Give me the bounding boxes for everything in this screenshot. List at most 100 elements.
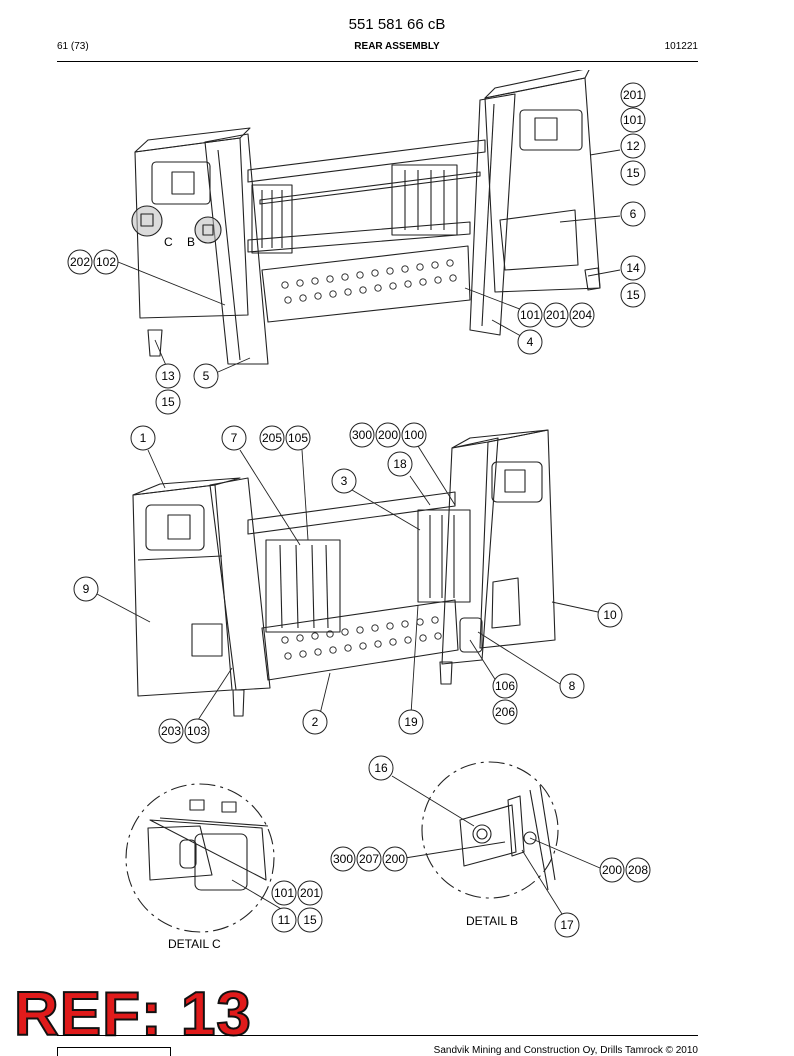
svg-text:103: 103 <box>187 724 207 738</box>
callout-15: 15 <box>297 907 323 933</box>
svg-text:18: 18 <box>393 457 407 471</box>
svg-text:102: 102 <box>96 255 116 269</box>
callout-9: 9 <box>73 576 99 602</box>
callout-12: 12 <box>620 133 646 159</box>
svg-text:8: 8 <box>569 679 576 693</box>
svg-text:3: 3 <box>341 474 348 488</box>
callout-208: 208 <box>625 857 651 883</box>
svg-text:2: 2 <box>312 715 319 729</box>
svg-text:206: 206 <box>495 705 515 719</box>
callout-14: 14 <box>620 255 646 281</box>
callout-17: 17 <box>554 912 580 938</box>
svg-text:205: 205 <box>262 431 282 445</box>
callout-8: 8 <box>559 673 585 699</box>
callout-15: 15 <box>155 389 181 415</box>
svg-text:1: 1 <box>140 431 147 445</box>
svg-text:5: 5 <box>203 369 210 383</box>
middle-frame-drawing <box>132 429 556 717</box>
top-frame-drawing <box>131 70 601 365</box>
section-title: REAR ASSEMBLY <box>354 41 440 52</box>
svg-text:203: 203 <box>161 724 181 738</box>
svg-text:101: 101 <box>520 308 540 322</box>
svg-text:201: 201 <box>546 308 566 322</box>
callout-200: 200 <box>382 846 408 872</box>
callout-3: 3 <box>331 468 357 494</box>
document-number: 551 581 66 cB <box>348 16 446 33</box>
svg-text:10: 10 <box>603 608 617 622</box>
svg-text:12: 12 <box>626 139 640 153</box>
callout-106: 106 <box>492 673 518 699</box>
callout-201: 201 <box>620 82 646 108</box>
callout-2: 2 <box>302 709 328 735</box>
date-code: 101221 <box>664 41 698 52</box>
svg-text:204: 204 <box>572 308 592 322</box>
callout-201: 201 <box>297 880 323 906</box>
detail-b-leaders <box>391 775 601 915</box>
middle-leader-lines <box>96 445 599 721</box>
svg-text:16: 16 <box>374 761 388 775</box>
svg-text:101: 101 <box>274 886 294 900</box>
callout-300: 300 <box>330 846 356 872</box>
svg-text:200: 200 <box>602 863 622 877</box>
svg-text:9: 9 <box>83 582 90 596</box>
callout-300: 300 <box>349 422 375 448</box>
callout-18: 18 <box>387 451 413 477</box>
svg-text:17: 17 <box>560 918 574 932</box>
callout-15: 15 <box>620 282 646 308</box>
callout-202: 202 <box>67 249 93 275</box>
page-reference: 61 (73) <box>57 41 89 52</box>
svg-text:14: 14 <box>626 261 640 275</box>
callout-204: 204 <box>569 302 595 328</box>
header-rule <box>57 61 698 62</box>
callout-6: 6 <box>620 201 646 227</box>
detail-c-drawing <box>125 783 275 933</box>
svg-text:200: 200 <box>378 428 398 442</box>
callout-105: 105 <box>285 425 311 451</box>
svg-text:207: 207 <box>359 852 379 866</box>
detail-b-label: DETAIL B <box>466 914 518 928</box>
callout-5: 5 <box>193 363 219 389</box>
detail-c-marker: C <box>164 235 173 249</box>
callout-16: 16 <box>368 755 394 781</box>
callout-1: 1 <box>130 425 156 451</box>
svg-text:13: 13 <box>161 369 175 383</box>
top-leader-lines <box>117 149 621 373</box>
exploded-parts-drawing: C B <box>67 70 651 951</box>
callout-13: 13 <box>155 363 181 389</box>
svg-text:300: 300 <box>352 428 372 442</box>
callout-10: 10 <box>597 602 623 628</box>
callout-101: 101 <box>271 880 297 906</box>
svg-text:15: 15 <box>303 913 317 927</box>
callout-203: 203 <box>158 718 184 744</box>
svg-text:7: 7 <box>231 431 238 445</box>
svg-text:200: 200 <box>385 852 405 866</box>
svg-text:202: 202 <box>70 255 90 269</box>
callout-19: 19 <box>398 709 424 735</box>
callout-205: 205 <box>259 425 285 451</box>
svg-text:6: 6 <box>630 207 637 221</box>
callout-4: 4 <box>517 329 543 355</box>
callout-100: 100 <box>401 422 427 448</box>
callout-207: 207 <box>356 846 382 872</box>
svg-text:300: 300 <box>333 852 353 866</box>
callout-15: 15 <box>620 160 646 186</box>
detail-c-label: DETAIL C <box>168 937 221 951</box>
svg-text:19: 19 <box>404 715 418 729</box>
svg-text:4: 4 <box>527 335 534 349</box>
callout-201: 201 <box>543 302 569 328</box>
svg-text:105: 105 <box>288 431 308 445</box>
svg-text:15: 15 <box>626 288 640 302</box>
callout-102: 102 <box>93 249 119 275</box>
callout-206: 206 <box>492 699 518 725</box>
svg-text:100: 100 <box>404 428 424 442</box>
svg-text:201: 201 <box>300 886 320 900</box>
callout-200: 200 <box>375 422 401 448</box>
svg-text:201: 201 <box>623 88 643 102</box>
svg-text:11: 11 <box>278 913 291 927</box>
sandvik-logo <box>57 1047 171 1056</box>
svg-text:15: 15 <box>626 166 640 180</box>
svg-text:208: 208 <box>628 863 648 877</box>
detail-b-marker: B <box>187 235 195 249</box>
detail-b-drawing <box>421 761 559 899</box>
callout-101: 101 <box>620 107 646 133</box>
